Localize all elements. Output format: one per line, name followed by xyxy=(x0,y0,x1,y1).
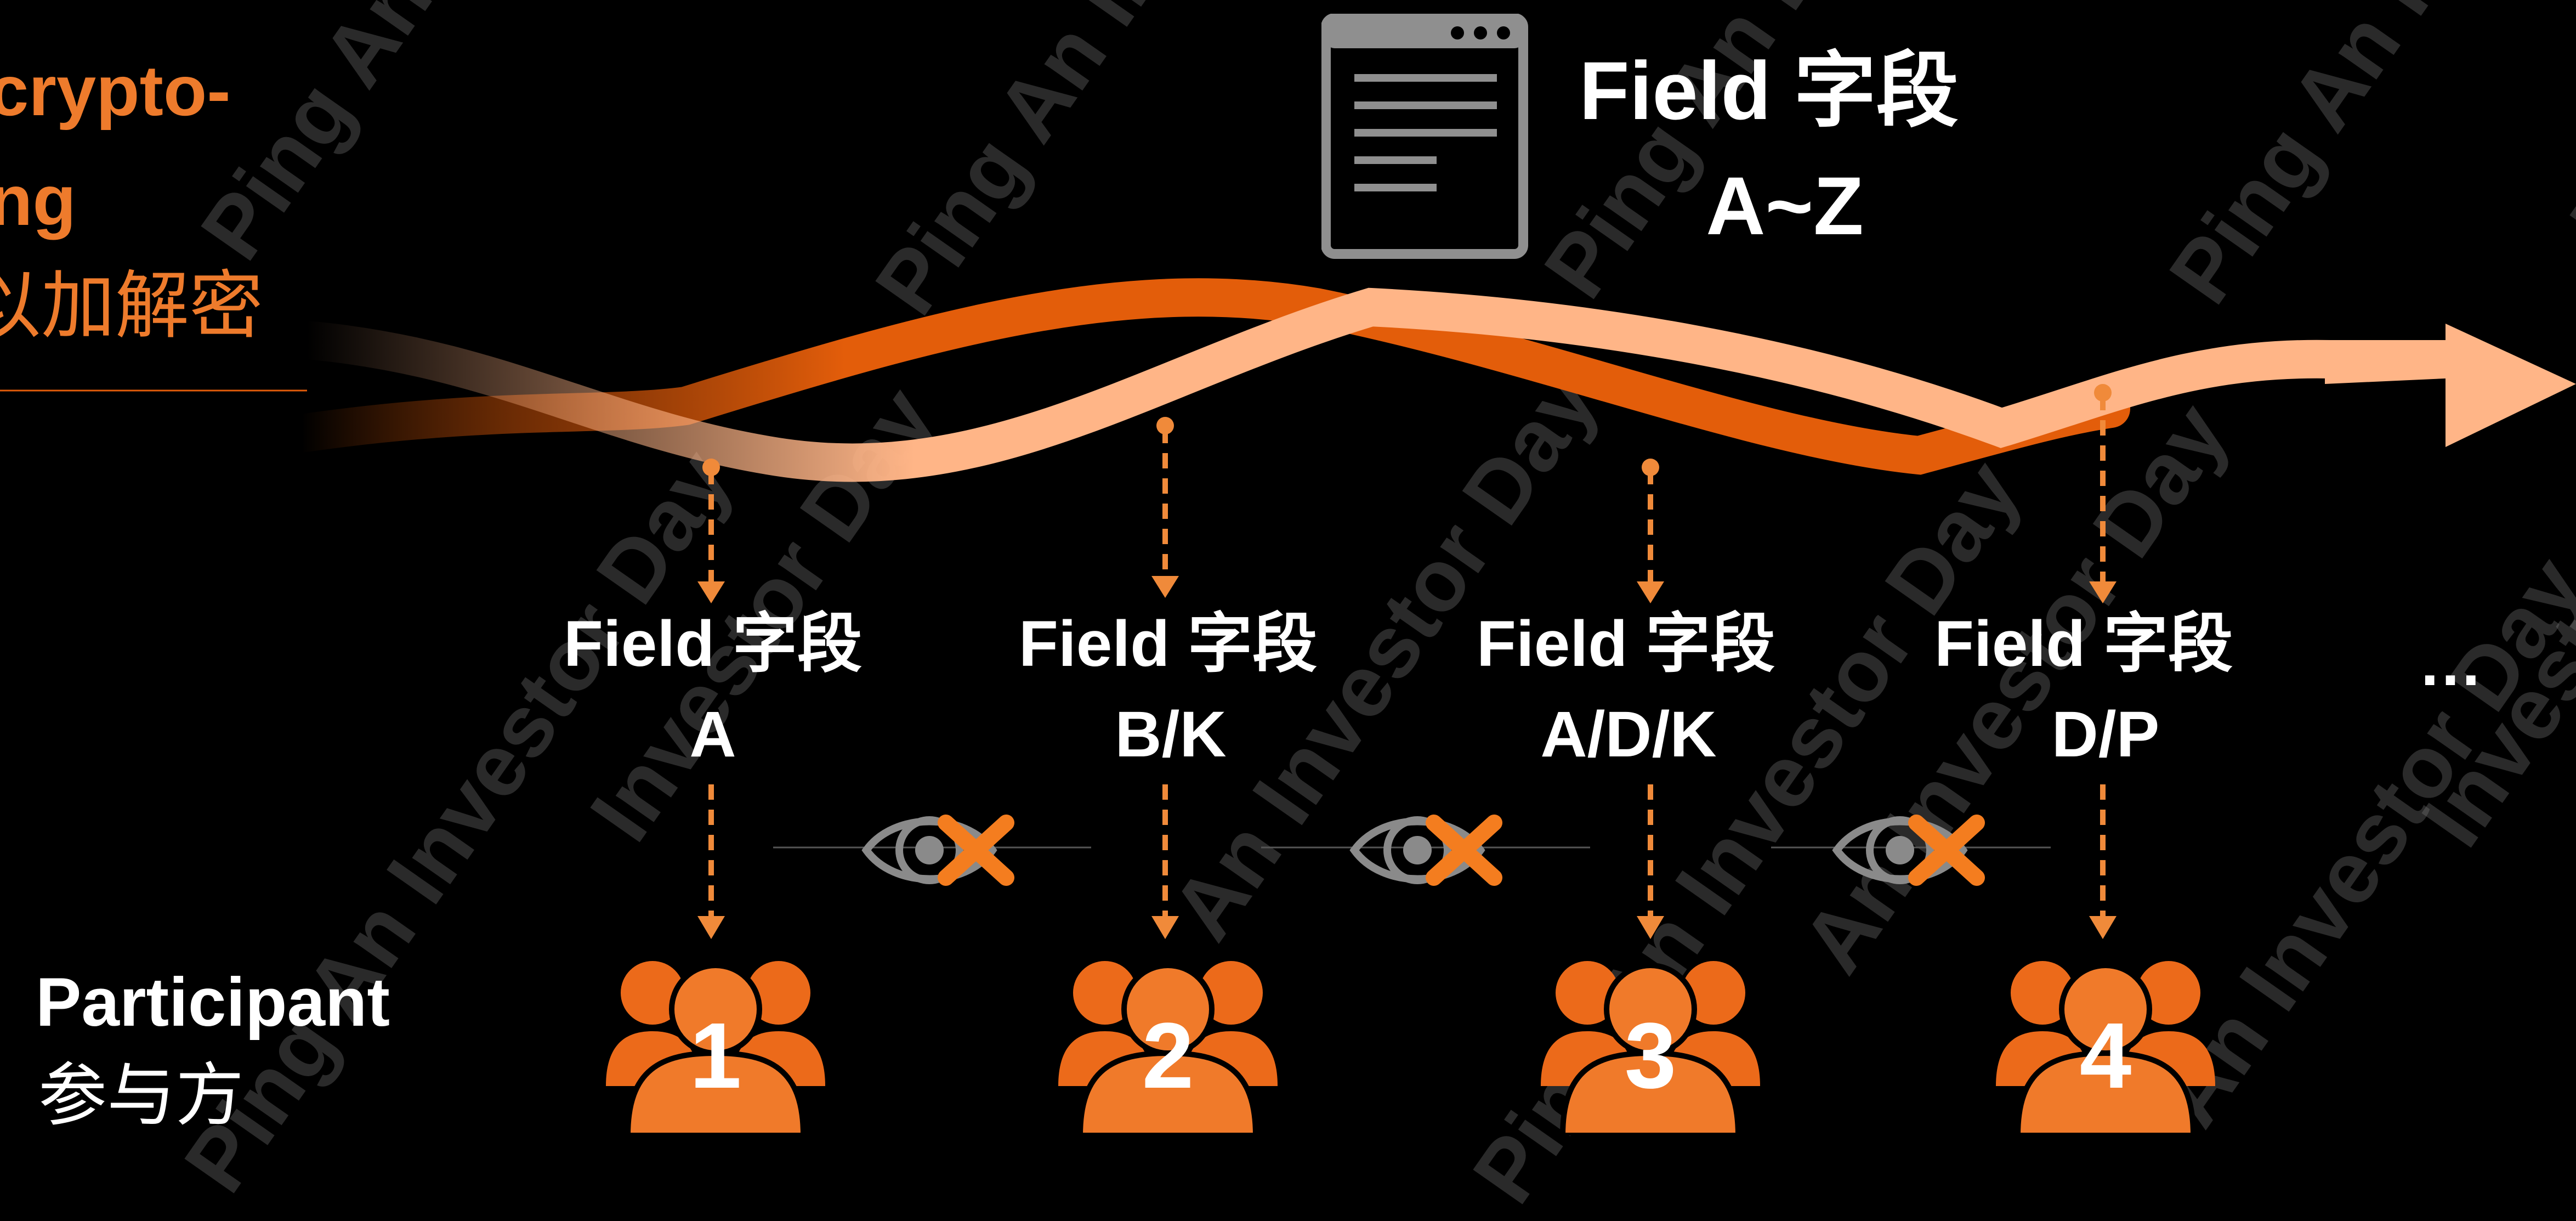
participant-group-icon: 1 xyxy=(600,954,831,1138)
hidden-eye-icon xyxy=(1832,815,1985,886)
participant-group-icon: 3 xyxy=(1535,954,1766,1138)
field-value: A xyxy=(689,698,736,771)
stream-arrow-icon xyxy=(2325,324,2576,447)
hidden-eye-icon xyxy=(1349,815,1502,886)
document-field-label: Field 字段 xyxy=(1579,44,1959,137)
more-ellipsis: … xyxy=(2418,627,2483,699)
section-title-line2: ng xyxy=(0,160,76,240)
participant-label: Participant xyxy=(36,964,390,1041)
encrypted-stream-light xyxy=(288,287,2350,482)
field-label: Field 字段 xyxy=(1018,608,1318,680)
field-value: B/K xyxy=(1115,698,1227,771)
document-field-range: A~Z xyxy=(1706,160,1864,252)
field-label: Field 字段 xyxy=(563,608,863,680)
participant-group-icon: 4 xyxy=(1990,954,2221,1138)
field-value: A/D/K xyxy=(1540,698,1717,771)
field-label: Field 字段 xyxy=(1476,608,1775,680)
participant-number: 1 xyxy=(689,1004,742,1108)
participant-group-icon: 2 xyxy=(1053,954,1283,1138)
participant-number: 2 xyxy=(1142,1004,1194,1108)
section-title-cn: 以加解密 xyxy=(0,263,263,349)
participant-number: 4 xyxy=(2079,1004,2132,1108)
hidden-eye-icon xyxy=(861,815,1014,886)
participant-label-cn: 参与方 xyxy=(38,1056,244,1135)
field-label: Field 字段 xyxy=(1934,608,2233,680)
field-value: D/P xyxy=(2051,698,2160,771)
participant-number: 3 xyxy=(1624,1004,1677,1108)
document-icon xyxy=(1321,14,1528,259)
data-stream-graphic xyxy=(0,278,2576,482)
section-title-line1: crypto- xyxy=(0,50,231,131)
